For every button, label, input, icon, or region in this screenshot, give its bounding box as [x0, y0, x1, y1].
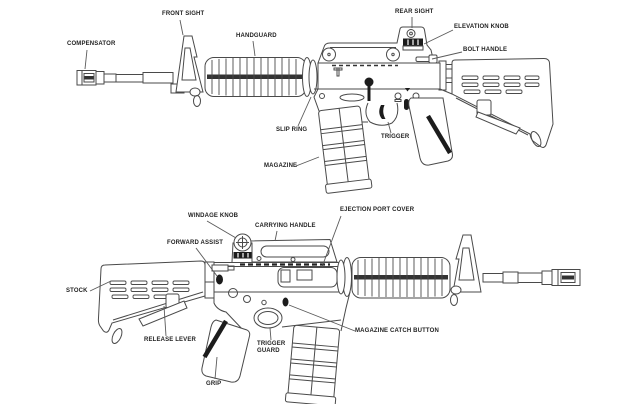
slip-ring-part-bottom — [336, 257, 352, 297]
release-lever-arm-bottom — [138, 300, 188, 327]
carrying-handle-part-bottom — [237, 238, 338, 263]
barrel-top — [95, 71, 174, 85]
label-elevation-knob: ELEVATION KNOB — [454, 24, 509, 30]
buttstock-top — [438, 57, 554, 148]
leader-forward-assist — [195, 247, 218, 277]
leader-front-sight — [179, 19, 184, 36]
label-front-sight: FRONT SIGHT — [162, 11, 205, 17]
label-trigger: TRIGGER — [381, 134, 410, 140]
rear-sight-part — [406, 29, 416, 38]
label-rear-sight: REAR SIGHT — [395, 9, 434, 15]
sling-loop-bottom — [111, 328, 123, 344]
leader-stock — [89, 280, 112, 292]
label-ejection-port-cover: EJECTION PORT COVER — [340, 207, 415, 213]
sling-loop-top — [530, 131, 542, 147]
label-trigger-guard: TRIGGER GUARD — [257, 341, 286, 354]
leader-handguard — [252, 40, 256, 57]
leader-ejection-port-cover — [321, 215, 342, 268]
compensator-part-bottom — [551, 269, 581, 286]
leader-trigger — [387, 121, 392, 134]
leader-slip-ring — [297, 96, 312, 127]
leader-elevation-knob — [423, 29, 454, 45]
leader-compensator — [84, 49, 88, 70]
label-grip: GRIP — [206, 381, 222, 387]
forward-assist-part — [216, 274, 267, 306]
buttstock-bottom — [97, 260, 215, 344]
rifle-left-side-view — [76, 26, 554, 194]
label-release-lever: RELEASE LEVER — [144, 337, 196, 343]
label-forward-assist: FORWARD ASSIST — [167, 240, 224, 246]
trigger-guard-part-bottom — [253, 307, 283, 329]
rifle-right-side-view — [97, 233, 581, 404]
magazine-catch-button-part — [282, 297, 289, 307]
label-magazine-catch-button: MAGAZINE CATCH BUTTON — [355, 328, 439, 334]
leader-carrying-handle — [274, 230, 278, 242]
leader-release-lever — [163, 305, 167, 337]
lower-receiver-bottom — [213, 291, 351, 332]
carrying-handle-part-top — [317, 26, 435, 64]
leader-magazine-catch-button — [288, 304, 356, 332]
handguard-part-bottom — [351, 257, 451, 299]
windage-knob-part — [231, 233, 253, 263]
leader-bolt-handle — [431, 51, 463, 60]
leader-windage-knob — [206, 220, 237, 239]
release-lever-arm-top — [475, 111, 521, 135]
label-slip-ring: SLIP RING — [276, 127, 308, 133]
slip-ring-part — [302, 57, 318, 97]
label-windage-knob: WINDAGE KNOB — [188, 213, 239, 219]
leader-magazine — [295, 156, 320, 167]
leader-grip — [214, 356, 218, 380]
grip-part-top — [408, 97, 453, 166]
barrel-bottom — [482, 270, 553, 285]
elevation-knob-part — [402, 38, 424, 51]
label-bolt-handle: BOLT HANDLE — [463, 47, 508, 53]
grip-part-bottom — [201, 319, 251, 383]
label-handguard: HANDGUARD — [236, 33, 277, 39]
leader-lines — [84, 17, 463, 380]
magazine-part-top — [318, 105, 373, 194]
trigger-guard-part-top — [365, 102, 399, 126]
label-magazine: MAGAZINE — [264, 163, 298, 169]
label-compensator: COMPENSATOR — [67, 41, 116, 47]
handguard-part-top — [204, 57, 307, 97]
label-carrying-handle: CARRYING HANDLE — [255, 223, 316, 229]
label-stock: STOCK — [66, 288, 88, 294]
compensator-part-top — [76, 70, 97, 86]
front-sight-part — [170, 35, 204, 107]
leader-trigger-guard — [269, 327, 272, 341]
front-sight-part-bottom — [450, 234, 482, 306]
trigger-part — [379, 105, 386, 119]
magazine-part-bottom — [284, 324, 341, 404]
upper-receiver-top — [317, 62, 441, 90]
